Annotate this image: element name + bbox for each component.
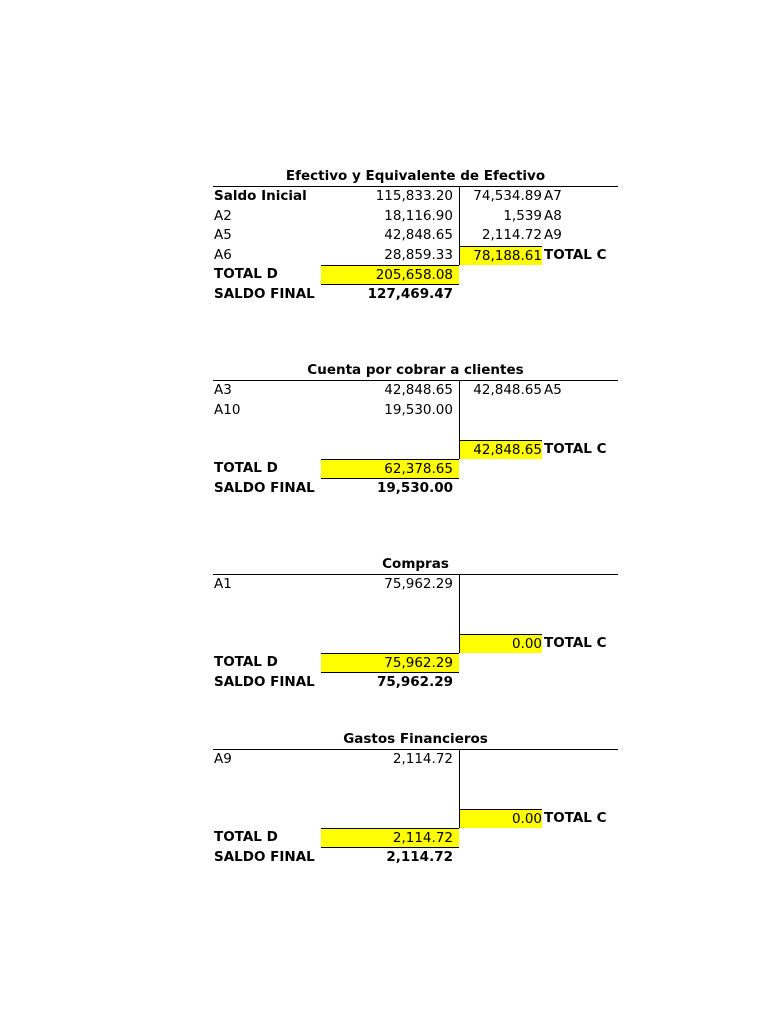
row-label: A3	[214, 382, 232, 398]
debit-value: 42,848.65	[384, 227, 453, 243]
total-d-row: TOTAL D 2,114.72	[213, 828, 618, 848]
account-body: Saldo Inicial 115,833.20 74,534.89 A7 A2…	[213, 187, 618, 304]
t-account-compras: Compras A1 75,962.29 0.00 TOTAL C TOTAL …	[213, 554, 618, 692]
debit-value: 75,962.29	[384, 576, 453, 592]
debit-value: 115,833.20	[375, 188, 453, 204]
credit-ref: A9	[544, 227, 562, 243]
total-d-row: TOTAL D 205,658.08	[213, 265, 618, 285]
total-d-box: 2,114.72	[321, 828, 459, 848]
ledger-row: A1 75,962.29	[213, 575, 618, 595]
credit-value: 2,114.72	[481, 227, 542, 243]
saldo-final-label: SALDO FINAL	[214, 479, 315, 496]
credit-value: 1,539	[503, 207, 542, 224]
ledger-row: A9 2,114.72	[213, 750, 618, 770]
total-d-label: TOTAL D	[214, 829, 278, 845]
total-c-value: 42,848.65	[473, 441, 542, 458]
saldo-final-value: 75,962.29	[376, 673, 453, 690]
account-title: Efectivo y Equivalente de Efectivo	[213, 166, 618, 187]
saldo-final-value: 19,530.00	[376, 479, 453, 496]
saldo-final-row: SALDO FINAL 75,962.29	[213, 673, 618, 693]
total-c-row: 42,848.65 TOTAL C	[213, 439, 618, 459]
empty-row	[213, 614, 618, 634]
account-divider	[459, 381, 460, 459]
ledger-row: A6 28,859.33 78,188.61 TOTAL C	[213, 245, 618, 265]
empty-row	[213, 789, 618, 809]
total-d-value: 75,962.29	[384, 655, 453, 671]
credit-ref: A8	[544, 207, 562, 224]
saldo-final-row: SALDO FINAL 127,469.47	[213, 285, 618, 305]
debit-value: 28,859.33	[384, 246, 453, 263]
row-label: A1	[214, 576, 232, 592]
saldo-final-value: 127,469.47	[367, 285, 453, 302]
account-title: Compras	[213, 554, 618, 575]
saldo-final-label: SALDO FINAL	[214, 848, 315, 865]
row-label: A6	[214, 246, 232, 263]
total-c-label: TOTAL C	[544, 634, 607, 651]
account-body: A1 75,962.29 0.00 TOTAL C TOTAL D 75,962…	[213, 575, 618, 692]
account-divider	[459, 750, 460, 828]
account-divider	[459, 575, 460, 653]
saldo-final-row: SALDO FINAL 2,114.72	[213, 848, 618, 868]
credit-value: 74,534.89	[473, 188, 542, 204]
debit-value: 19,530.00	[384, 401, 453, 418]
t-account-cuentas-por-cobrar: Cuenta por cobrar a clientes A3 42,848.6…	[213, 360, 618, 498]
total-c-value: 0.00	[511, 810, 542, 827]
total-d-box: 205,658.08	[321, 265, 459, 285]
total-d-value: 205,658.08	[375, 267, 453, 283]
empty-row	[213, 770, 618, 790]
row-label: A5	[214, 227, 232, 243]
total-c-box: 0.00	[460, 808, 542, 828]
debit-value: 2,114.72	[392, 751, 453, 767]
row-label: A10	[214, 401, 241, 418]
row-label: A9	[214, 751, 232, 767]
total-d-row: TOTAL D 75,962.29	[213, 653, 618, 673]
empty-row	[213, 595, 618, 615]
total-c-box: 78,188.61	[460, 245, 542, 265]
total-c-value: 0.00	[511, 635, 542, 652]
account-title: Cuenta por cobrar a clientes	[213, 360, 618, 381]
credit-ref: A7	[544, 188, 562, 204]
total-d-label: TOTAL D	[214, 460, 278, 476]
account-divider	[459, 187, 460, 265]
saldo-final-label: SALDO FINAL	[214, 285, 315, 302]
ledger-row: A3 42,848.65 42,848.65 A5	[213, 381, 618, 401]
total-c-row: 0.00 TOTAL C	[213, 633, 618, 653]
total-c-value: 78,188.61	[473, 247, 542, 264]
ledger-row: A2 18,116.90 1,539 A8	[213, 207, 618, 227]
ledger-row: A5 42,848.65 2,114.72 A9	[213, 226, 618, 246]
row-label: A2	[214, 207, 232, 224]
total-c-box: 0.00	[460, 633, 542, 653]
account-body: A3 42,848.65 42,848.65 A5 A10 19,530.00 …	[213, 381, 618, 498]
ledger-row: Saldo Inicial 115,833.20 74,534.89 A7	[213, 187, 618, 207]
credit-ref: A5	[544, 382, 562, 398]
debit-value: 42,848.65	[384, 382, 453, 398]
total-d-row: TOTAL D 62,378.65	[213, 459, 618, 479]
row-label: Saldo Inicial	[214, 188, 307, 204]
total-d-value: 2,114.72	[392, 830, 453, 846]
total-d-value: 62,378.65	[384, 461, 453, 477]
saldo-final-label: SALDO FINAL	[214, 673, 315, 690]
total-c-box: 42,848.65	[460, 439, 542, 459]
total-d-box: 75,962.29	[321, 653, 459, 673]
total-c-label: TOTAL C	[544, 246, 607, 263]
credit-value: 42,848.65	[473, 382, 542, 398]
saldo-final-row: SALDO FINAL 19,530.00	[213, 479, 618, 499]
account-title: Gastos Financieros	[213, 729, 618, 750]
ledger-row: A10 19,530.00	[213, 401, 618, 421]
t-account-efectivo: Efectivo y Equivalente de Efectivo Saldo…	[213, 166, 618, 304]
total-d-label: TOTAL D	[214, 266, 278, 282]
total-c-label: TOTAL C	[544, 440, 607, 457]
debit-value: 18,116.90	[384, 207, 453, 224]
total-c-row: 0.00 TOTAL C	[213, 808, 618, 828]
t-account-gastos-financieros: Gastos Financieros A9 2,114.72 0.00 TOTA…	[213, 729, 618, 867]
total-d-box: 62,378.65	[321, 459, 459, 479]
saldo-final-value: 2,114.72	[386, 848, 453, 865]
account-body: A9 2,114.72 0.00 TOTAL C TOTAL D 2,114.7…	[213, 750, 618, 867]
total-c-label: TOTAL C	[544, 809, 607, 826]
total-d-label: TOTAL D	[214, 654, 278, 670]
empty-row	[213, 420, 618, 440]
